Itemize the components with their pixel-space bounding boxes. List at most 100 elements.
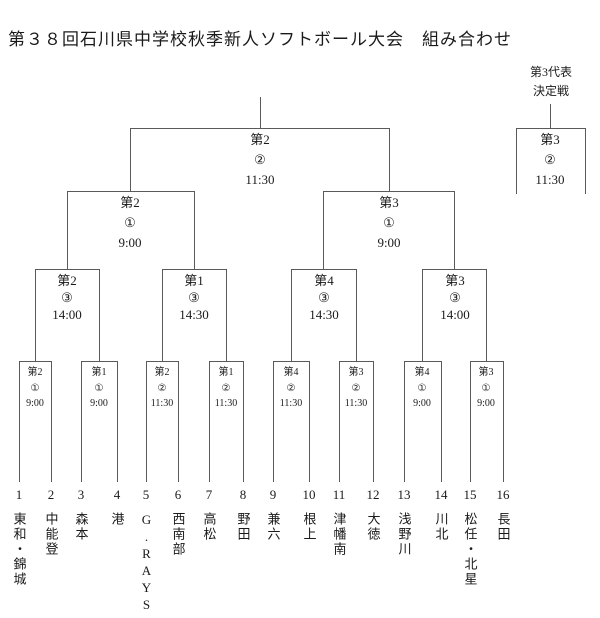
quarterfinal-1-game-number: ③ bbox=[61, 290, 73, 305]
connector-line bbox=[194, 191, 195, 269]
connector-line bbox=[81, 361, 118, 362]
team-number-13: 13 bbox=[397, 487, 411, 502]
round1-match-4-time: 11:30 bbox=[214, 398, 238, 409]
semifinal-2-label: 第3 ① 9:00 bbox=[377, 193, 400, 253]
team-name-6: 西南部 bbox=[170, 512, 186, 557]
connector-line bbox=[260, 97, 261, 128]
third-place-venue: 第3 bbox=[540, 132, 560, 147]
connector-line bbox=[422, 269, 423, 361]
round1-match-3-time: 11:30 bbox=[150, 398, 174, 409]
semifinal-1-venue: 第2 bbox=[120, 195, 140, 210]
third-place-match-label: 第3 ② 11:30 bbox=[535, 130, 564, 190]
round1-match-6-label: 第3 ② 11:30 bbox=[345, 365, 367, 412]
semifinal-1-time: 9:00 bbox=[118, 235, 142, 250]
team-name-15: 松任・北星 bbox=[462, 512, 478, 587]
round1-match-8-game-number: ① bbox=[481, 382, 491, 394]
third-place-game-number: ② bbox=[544, 152, 556, 167]
connector-line bbox=[35, 269, 36, 361]
round1-match-2-venue: 第1 bbox=[91, 367, 107, 378]
connector-line bbox=[470, 361, 504, 362]
round1-match-6-game-number: ② bbox=[351, 382, 361, 394]
connector-line bbox=[117, 361, 118, 482]
connector-line bbox=[454, 191, 455, 269]
connector-line bbox=[209, 361, 244, 362]
team-name-3: 森本 bbox=[73, 512, 89, 542]
team-name-14: 川北 bbox=[433, 512, 449, 542]
final-game-number: ② bbox=[254, 152, 266, 167]
team-number-6: 6 bbox=[174, 487, 182, 502]
round1-match-4-venue: 第1 bbox=[218, 367, 234, 378]
tournament-title: 第３８回石川県中学校秋季新人ソフトボール大会 組み合わせ bbox=[8, 30, 512, 49]
connector-line bbox=[226, 269, 227, 361]
third-place-note-line2: 決定戦 bbox=[532, 84, 570, 98]
final-match-label: 第2 ② 11:30 bbox=[245, 130, 274, 190]
round1-match-5-venue: 第4 bbox=[283, 367, 299, 378]
quarterfinal-1-label: 第2 ③ 14:00 bbox=[52, 272, 82, 323]
connector-line bbox=[273, 361, 274, 482]
connector-line bbox=[422, 269, 487, 270]
connector-line bbox=[585, 128, 586, 194]
connector-line bbox=[373, 361, 374, 482]
connector-line bbox=[35, 269, 100, 270]
round1-match-2-game-number: ① bbox=[94, 382, 104, 394]
connector-line bbox=[162, 269, 163, 361]
connector-line bbox=[130, 128, 131, 191]
team-name-7: 高松 bbox=[201, 512, 217, 542]
team-number-15: 15 bbox=[463, 487, 477, 502]
round1-match-5-game-number: ② bbox=[286, 382, 296, 394]
connector-line bbox=[146, 361, 147, 482]
quarterfinal-3-game-number: ③ bbox=[318, 290, 330, 305]
round1-match-6-venue: 第3 bbox=[348, 367, 364, 378]
connector-line bbox=[356, 269, 357, 361]
final-time: 11:30 bbox=[245, 172, 275, 187]
connector-line bbox=[550, 104, 551, 128]
connector-line bbox=[516, 128, 586, 129]
round1-match-7-label: 第4 ① 9:00 bbox=[413, 365, 431, 412]
round1-match-5-label: 第4 ② 11:30 bbox=[280, 365, 302, 412]
third-place-time: 11:30 bbox=[535, 172, 565, 187]
quarterfinal-1-venue: 第2 bbox=[57, 273, 77, 288]
team-name-9: 兼六 bbox=[265, 512, 281, 542]
connector-line bbox=[146, 361, 179, 362]
team-number-14: 14 bbox=[434, 487, 448, 502]
round1-match-2-time: 9:00 bbox=[90, 398, 108, 409]
connector-line bbox=[339, 361, 374, 362]
team-number-10: 10 bbox=[302, 487, 316, 502]
team-name-2: 中能登 bbox=[43, 512, 59, 557]
connector-line bbox=[404, 361, 442, 362]
round1-match-7-game-number: ① bbox=[417, 382, 427, 394]
quarterfinal-1-time: 14:00 bbox=[52, 307, 82, 322]
connector-line bbox=[273, 361, 310, 362]
connector-line bbox=[291, 269, 357, 270]
connector-line bbox=[441, 361, 442, 482]
team-name-8: 野田 bbox=[235, 512, 251, 542]
connector-line bbox=[67, 191, 68, 269]
round1-match-6-time: 11:30 bbox=[344, 398, 368, 409]
connector-line bbox=[99, 269, 100, 361]
quarterfinal-2-label: 第1 ③ 14:30 bbox=[179, 272, 209, 323]
connector-line bbox=[19, 361, 20, 482]
semifinal-2-game-number: ① bbox=[383, 215, 395, 230]
team-number-7: 7 bbox=[205, 487, 213, 502]
semifinal-1-label: 第2 ① 9:00 bbox=[118, 193, 141, 253]
semifinal-2-venue: 第3 bbox=[379, 195, 399, 210]
quarterfinal-4-time: 14:00 bbox=[440, 307, 470, 322]
round1-match-1-game-number: ① bbox=[30, 382, 40, 394]
quarterfinal-2-time: 14:30 bbox=[179, 307, 209, 322]
connector-line bbox=[339, 361, 340, 482]
semifinal-2-time: 9:00 bbox=[377, 235, 401, 250]
team-number-11: 11 bbox=[332, 487, 346, 502]
third-place-note: 第3代表 決定戦 bbox=[530, 63, 572, 101]
connector-line bbox=[470, 361, 471, 482]
semifinal-1-game-number: ① bbox=[124, 215, 136, 230]
team-name-4: 港 bbox=[109, 512, 125, 527]
round1-match-5-time: 11:30 bbox=[279, 398, 303, 409]
connector-line bbox=[323, 191, 324, 269]
connector-line bbox=[291, 269, 292, 361]
round1-match-1-label: 第2 ① 9:00 bbox=[26, 365, 44, 412]
team-name-13: 浅野川 bbox=[396, 512, 412, 557]
connector-line bbox=[51, 361, 52, 482]
round1-match-1-venue: 第2 bbox=[27, 367, 43, 378]
team-name-12: 大徳 bbox=[365, 512, 381, 542]
